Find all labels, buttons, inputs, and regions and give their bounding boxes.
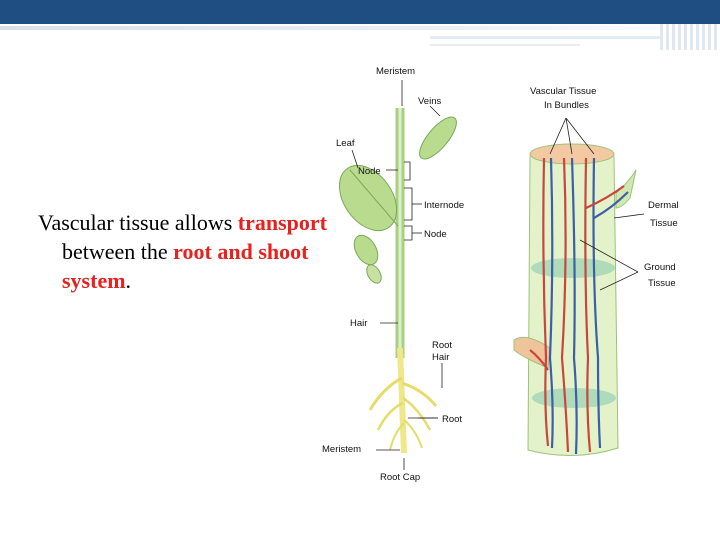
label-root-hair-1: Root (432, 340, 452, 351)
label-vascular-1: Vascular Tissue (530, 86, 596, 97)
label-leaf: Leaf (336, 138, 355, 149)
label-dermal-1: Dermal (648, 200, 679, 211)
header-accent-line (0, 26, 720, 30)
label-hair: Hair (350, 318, 367, 329)
label-veins: Veins (418, 96, 441, 107)
header-accent-line (430, 36, 680, 39)
label-ground-1: Ground (644, 262, 676, 273)
title-bar (0, 0, 720, 24)
label-internode: Internode (424, 200, 464, 211)
label-meristem-top: Meristem (376, 66, 415, 77)
text-after: . (125, 268, 132, 293)
label-root-hair-2: Hair (432, 352, 449, 363)
plant-diagram: Meristem Veins Leaf Node Internode Node … (322, 66, 679, 483)
label-ground-2: Tissue (648, 278, 676, 289)
highlight-root-shoot: root and shoot system (62, 239, 309, 293)
label-meristem-bottom: Meristem (322, 444, 361, 455)
highlight-transport: transport (237, 210, 328, 235)
label-root-cap: Root Cap (380, 472, 420, 483)
header-accent-line (430, 44, 580, 46)
label-dermal-2: Tissue (650, 218, 678, 229)
stem-illustration: Vascular Tissue In Bundles Dermal Tissue… (513, 86, 679, 456)
bullet-text: Vascular tissue allows transport between… (38, 208, 344, 295)
label-vascular-2: In Bundles (544, 100, 589, 111)
label-node-2: Node (424, 229, 447, 240)
plant-illustration: Meristem Veins Leaf Node Internode Node … (322, 66, 464, 483)
text-before: Vascular tissue allows (38, 210, 238, 235)
header-stripes (660, 24, 720, 50)
label-node-1: Node (358, 166, 381, 177)
text-middle: between the (62, 239, 174, 264)
label-root: Root (442, 414, 462, 425)
